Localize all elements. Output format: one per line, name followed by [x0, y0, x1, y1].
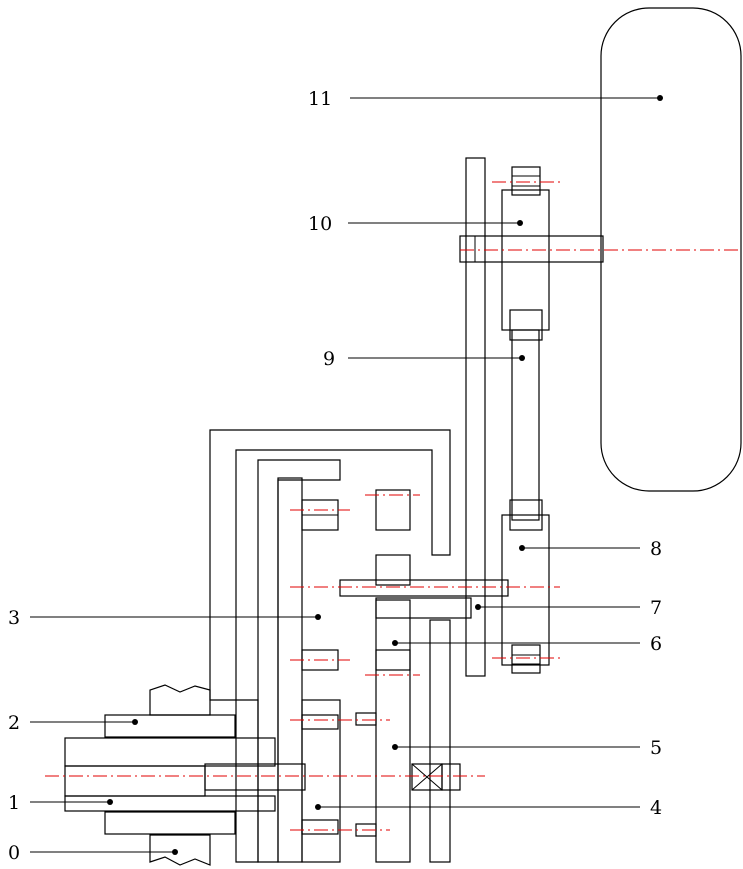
wheel-axle — [459, 235, 604, 263]
intermediate-gear-top — [375, 554, 411, 586]
leader-1 — [30, 799, 113, 805]
wheel — [600, 7, 742, 492]
housing-lower-wall — [235, 699, 259, 863]
label-3: 3 — [8, 607, 20, 629]
upper-sprocket — [501, 189, 550, 331]
input-shaft-bore — [64, 765, 206, 797]
bearing-block — [375, 597, 472, 619]
input-shaft-lower — [64, 795, 276, 812]
label-8: 8 — [650, 538, 662, 560]
leader-5 — [392, 744, 640, 750]
input-shaft-upper — [64, 737, 276, 767]
housing-flange-bottom — [104, 811, 236, 835]
intermediate-gear — [375, 599, 411, 863]
leader-7 — [475, 604, 640, 610]
lower-sprocket — [501, 514, 550, 666]
output-shaft — [339, 579, 509, 597]
swing-arm — [465, 157, 486, 677]
leader-6 — [392, 640, 640, 646]
label-1: 1 — [8, 792, 20, 814]
label-5: 5 — [650, 737, 662, 759]
sun-gear — [301, 699, 341, 863]
label-11: 11 — [308, 88, 332, 110]
input-pinion-shaft — [204, 763, 306, 791]
inner-carrier-left — [257, 459, 341, 863]
label-9: 9 — [323, 348, 335, 370]
label-4: 4 — [650, 797, 662, 819]
label-0: 0 — [8, 842, 20, 864]
base-break — [149, 834, 211, 866]
leader-2 — [30, 719, 138, 725]
lower-sprocket-teeth — [511, 644, 541, 674]
chain-upper-link — [509, 309, 543, 341]
upper-ring-teeth — [375, 489, 411, 531]
label-6: 6 — [650, 633, 662, 655]
gearbox-housing — [209, 429, 451, 701]
leader-3 — [30, 614, 321, 620]
label-2: 2 — [8, 712, 20, 734]
housing-flange-top — [104, 714, 236, 738]
leader-8 — [519, 545, 640, 551]
upper-sprocket-teeth — [511, 166, 541, 196]
leader-10 — [348, 220, 523, 226]
chain — [511, 329, 540, 521]
ring-gear-wall — [429, 619, 451, 863]
leader-9 — [348, 355, 525, 361]
leader-0 — [30, 849, 178, 855]
leader-11 — [350, 95, 663, 101]
planet-carrier — [277, 477, 303, 863]
housing-break-top — [149, 684, 211, 716]
label-7: 7 — [650, 597, 662, 619]
label-10: 10 — [308, 213, 332, 235]
leader-4 — [315, 804, 640, 810]
